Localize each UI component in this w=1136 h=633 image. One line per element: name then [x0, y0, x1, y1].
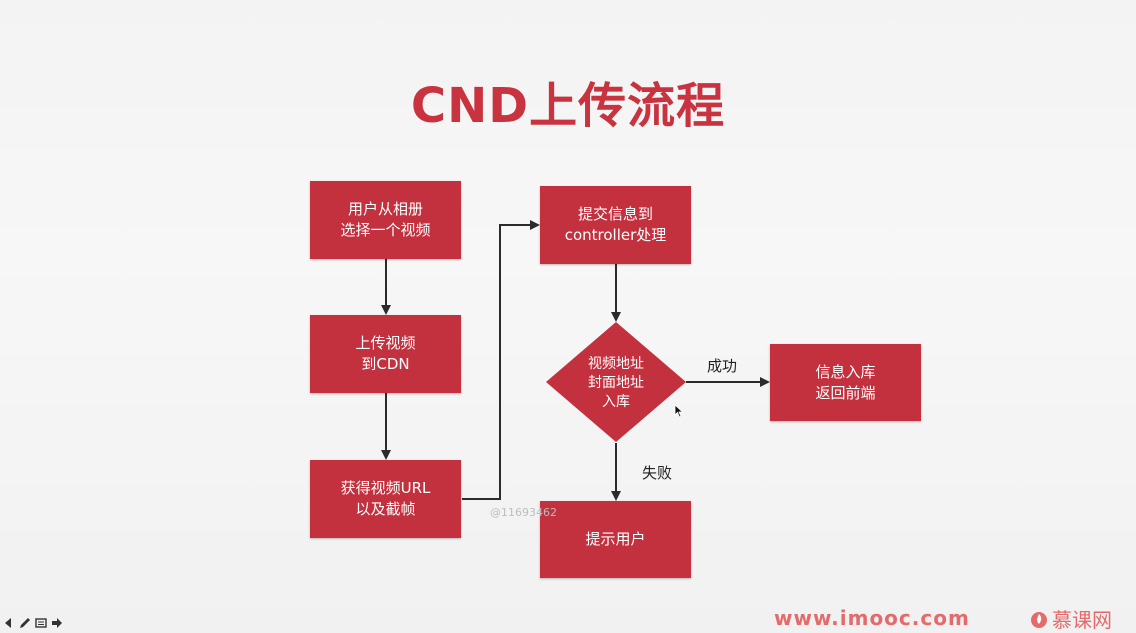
decision-line2: 封面地址: [588, 375, 644, 391]
slide-title: CND上传流程: [410, 78, 726, 134]
decision-line3: 入库: [602, 394, 630, 410]
footer-brand: 慕课网: [1052, 608, 1112, 632]
watermark: @11693462: [490, 506, 557, 519]
edge-label-success: 成功: [707, 357, 738, 375]
node-submit-line1: 提交信息到: [577, 205, 653, 223]
flame-logo-icon: [1031, 611, 1047, 628]
node-notify-user-line1: 提示用户: [585, 530, 646, 548]
edge-label-failure: 失败: [642, 464, 673, 482]
decision-line1: 视频地址: [588, 356, 644, 372]
footer-url: www.imooc.com: [774, 606, 970, 630]
node-submit-controller: 提交信息到 controller处理: [540, 186, 691, 264]
menu-icon[interactable]: [34, 616, 48, 630]
node-select-video-line2: 选择一个视频: [340, 221, 431, 239]
node-save-return-line1: 信息入库: [815, 362, 876, 381]
node-upload-cdn-line1: 上传视频: [355, 334, 416, 352]
pen-icon[interactable]: [18, 616, 32, 630]
node-submit-line2: controller处理: [564, 226, 667, 244]
presentation-toolbar: [2, 616, 64, 630]
node-select-video-line1: 用户从相册: [347, 200, 423, 218]
node-save-return: 信息入库 返回前端: [770, 344, 921, 421]
node-notify-user: 提示用户: [540, 501, 691, 578]
prev-slide-icon[interactable]: [2, 616, 16, 630]
next-slide-icon[interactable]: [50, 616, 64, 630]
node-get-url: 获得视频URL 以及截帧: [310, 460, 461, 538]
node-select-video: 用户从相册 选择一个视频: [310, 181, 461, 259]
decision-label: 视频地址 封面地址 入库: [566, 355, 666, 412]
node-save-return-line2: 返回前端: [815, 383, 876, 402]
node-get-url-line1: 获得视频URL: [340, 479, 431, 497]
footer-logo: 慕课网: [1030, 604, 1112, 633]
node-upload-cdn: 上传视频 到CDN: [310, 315, 461, 393]
node-get-url-line2: 以及截帧: [355, 500, 416, 518]
mouse-cursor-icon: [674, 404, 684, 418]
arrow-url-to-submit: [462, 220, 540, 500]
decision-diamond: [546, 322, 686, 442]
node-upload-cdn-line2: 到CDN: [361, 355, 410, 373]
